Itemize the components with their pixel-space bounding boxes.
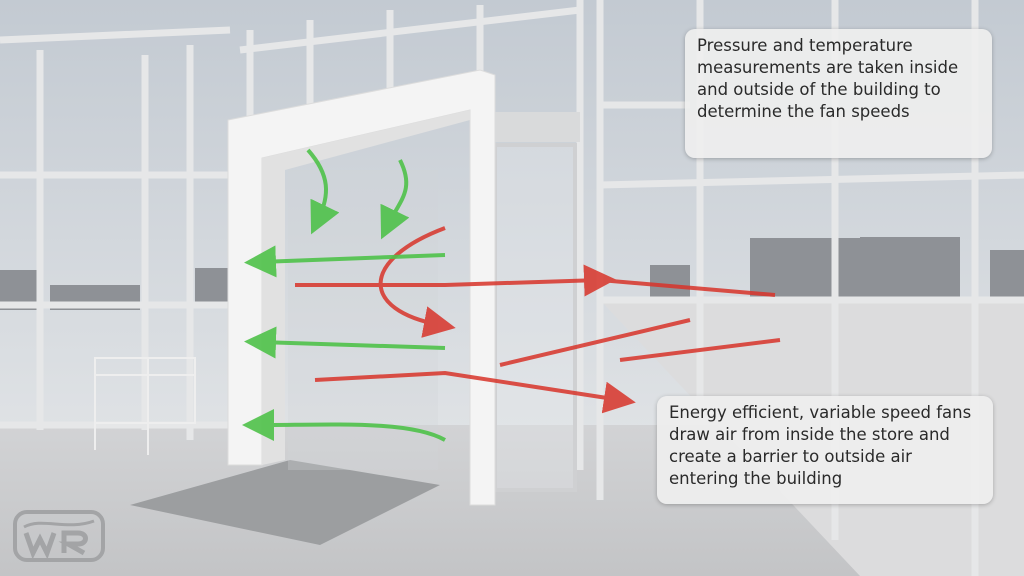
- bench: [94, 357, 196, 455]
- wr-logo: [13, 510, 105, 562]
- inside-air-arrows: [242, 148, 446, 442]
- air-curtain-frame: [227, 69, 496, 506]
- air-barrier-callout: Energy efficient, variable speed fans dr…: [657, 396, 993, 504]
- entrance-mat: [130, 460, 440, 545]
- sliding-door-right: [493, 143, 577, 492]
- fan-speed-measurement-callout: Pressure and temperature measurements ar…: [685, 29, 992, 158]
- door-header: [480, 112, 580, 142]
- distant-buildings: [0, 237, 1024, 310]
- outside-air-arrows: [295, 226, 781, 414]
